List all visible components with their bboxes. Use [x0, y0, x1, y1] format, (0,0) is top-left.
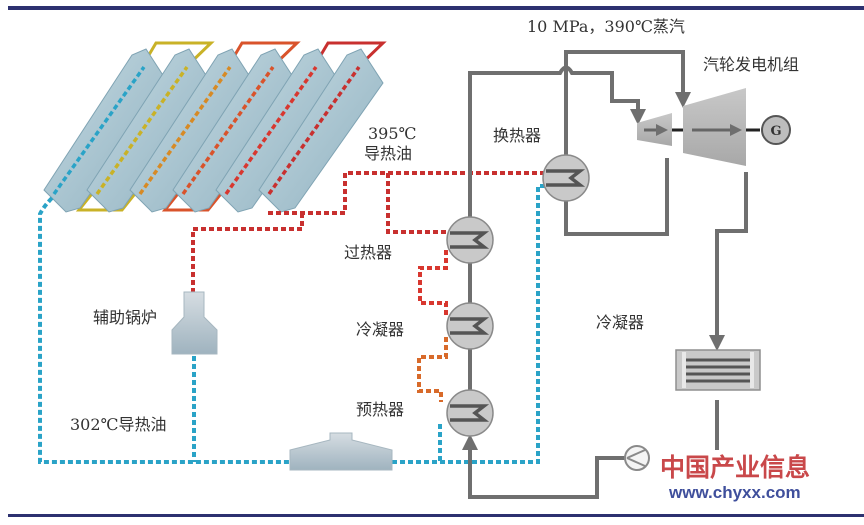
collector-absorber-line — [181, 65, 275, 196]
cold-oil-line-left — [38, 196, 290, 464]
exhaust-to-condenser — [709, 172, 748, 351]
turbine-set-label: 汽轮发电机组 — [703, 55, 799, 74]
collector-absorber-line — [138, 65, 232, 196]
hp-turbine — [637, 113, 672, 146]
oil-evaporator-to-preheater — [417, 337, 448, 402]
hot-oil-to-boiler — [191, 213, 304, 292]
collector-absorber-line — [52, 65, 146, 196]
hot-oil-to-superheater — [386, 173, 448, 234]
cold-oil-loop — [38, 184, 548, 464]
condenser-label: 冷凝器 — [596, 313, 644, 332]
collector-absorber-line — [95, 65, 189, 196]
hot-oil-temp-label: 395℃ — [368, 124, 416, 143]
cold-oil-label: 302℃导热油 — [70, 415, 166, 434]
hot-oil-collector-out — [268, 171, 548, 215]
condenser — [675, 349, 761, 391]
hot-oil-label: 导热油 — [364, 144, 412, 163]
evaporator-exchanger — [446, 302, 494, 350]
watermark-name: 中国产业信息 — [660, 453, 810, 482]
feedwater-line — [462, 434, 625, 499]
generator: G — [761, 115, 791, 145]
aux-boiler-label: 辅助锅炉 — [93, 308, 157, 327]
superheater-label: 过热器 — [344, 243, 392, 262]
collector-bottom-loop — [161, 189, 226, 212]
watermark-url: www.chyxx.com — [668, 483, 801, 502]
oil-storage-tank — [289, 432, 393, 471]
preheater-exchanger — [446, 389, 494, 437]
lp-turbine — [683, 88, 746, 166]
cold-oil-line-right — [392, 184, 548, 464]
steam-spec-label: 10 MPa，390℃蒸汽 — [527, 17, 685, 36]
feed-pump — [624, 445, 650, 471]
oil-superheater-to-evaporator — [418, 250, 448, 315]
steam-hp-line — [564, 50, 691, 172]
hot-oil-loop — [191, 171, 548, 402]
reheater-label: 换热器 — [493, 126, 541, 145]
collector-bottom-loop — [75, 189, 140, 212]
collector-absorber-line — [224, 65, 318, 196]
solar-collector-field — [43, 41, 387, 213]
reheat-loop — [564, 158, 669, 236]
evaporator-label: 冷凝器 — [356, 320, 404, 339]
bottom-frame-line — [8, 514, 864, 517]
reheater-exchanger — [542, 154, 590, 202]
collector-absorber-line — [267, 65, 361, 196]
preheater-label: 预热器 — [356, 400, 404, 419]
generator-label: G — [770, 124, 781, 139]
superheater-exchanger — [446, 216, 494, 264]
auxiliary-boiler — [171, 291, 218, 355]
top-frame-line — [8, 6, 864, 10]
